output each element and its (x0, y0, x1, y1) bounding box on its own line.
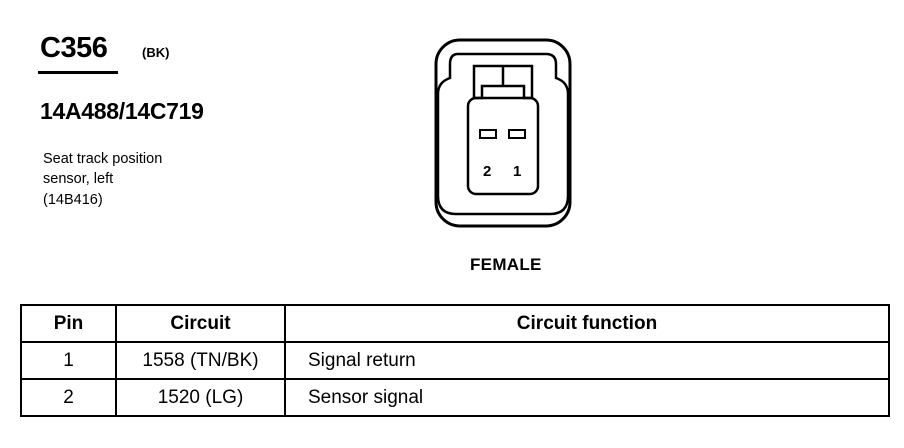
connector-face-diagram: 2 1 (434, 38, 572, 228)
component-description-line-2: sensor, left (43, 171, 114, 187)
connector-inner-shell (436, 52, 570, 216)
pin-cavity-2 (479, 129, 497, 139)
header-circuit: Circuit (115, 304, 286, 343)
circuit-function: Sensor signal (284, 378, 890, 417)
component-description-line-1: Seat track position (43, 151, 163, 167)
pin-label-1: 1 (513, 163, 521, 180)
pin-cavity-1 (508, 129, 526, 139)
circuit-number: 1520 (LG) (115, 378, 286, 417)
terminal-body (466, 96, 540, 196)
circuit-function: Signal return (284, 341, 890, 380)
pin-label-2: 2 (483, 163, 491, 180)
connector-outer-shell (434, 38, 572, 228)
table-row: 1 1558 (TN/BK) Signal return (20, 341, 890, 380)
header-pin: Pin (20, 304, 117, 343)
component-description-line-3: (14B416) (43, 192, 103, 208)
header-circuit-function: Circuit function (284, 304, 890, 343)
pin-number: 1 (20, 341, 117, 380)
connector-view-label: FEMALE (470, 255, 542, 274)
part-numbers: 14A488/14C719 (40, 98, 204, 124)
pin-number: 2 (20, 378, 117, 417)
connector-color-code: (BK) (142, 45, 170, 60)
connector-id-underline (38, 71, 118, 74)
table-header-row: Pin Circuit Circuit function (20, 304, 890, 343)
connector-id: C356 (40, 32, 108, 64)
table-row: 2 1520 (LG) Sensor signal (20, 378, 890, 417)
circuit-number: 1558 (TN/BK) (115, 341, 286, 380)
pinout-table: Pin Circuit Circuit function 1 1558 (TN/… (20, 304, 890, 417)
